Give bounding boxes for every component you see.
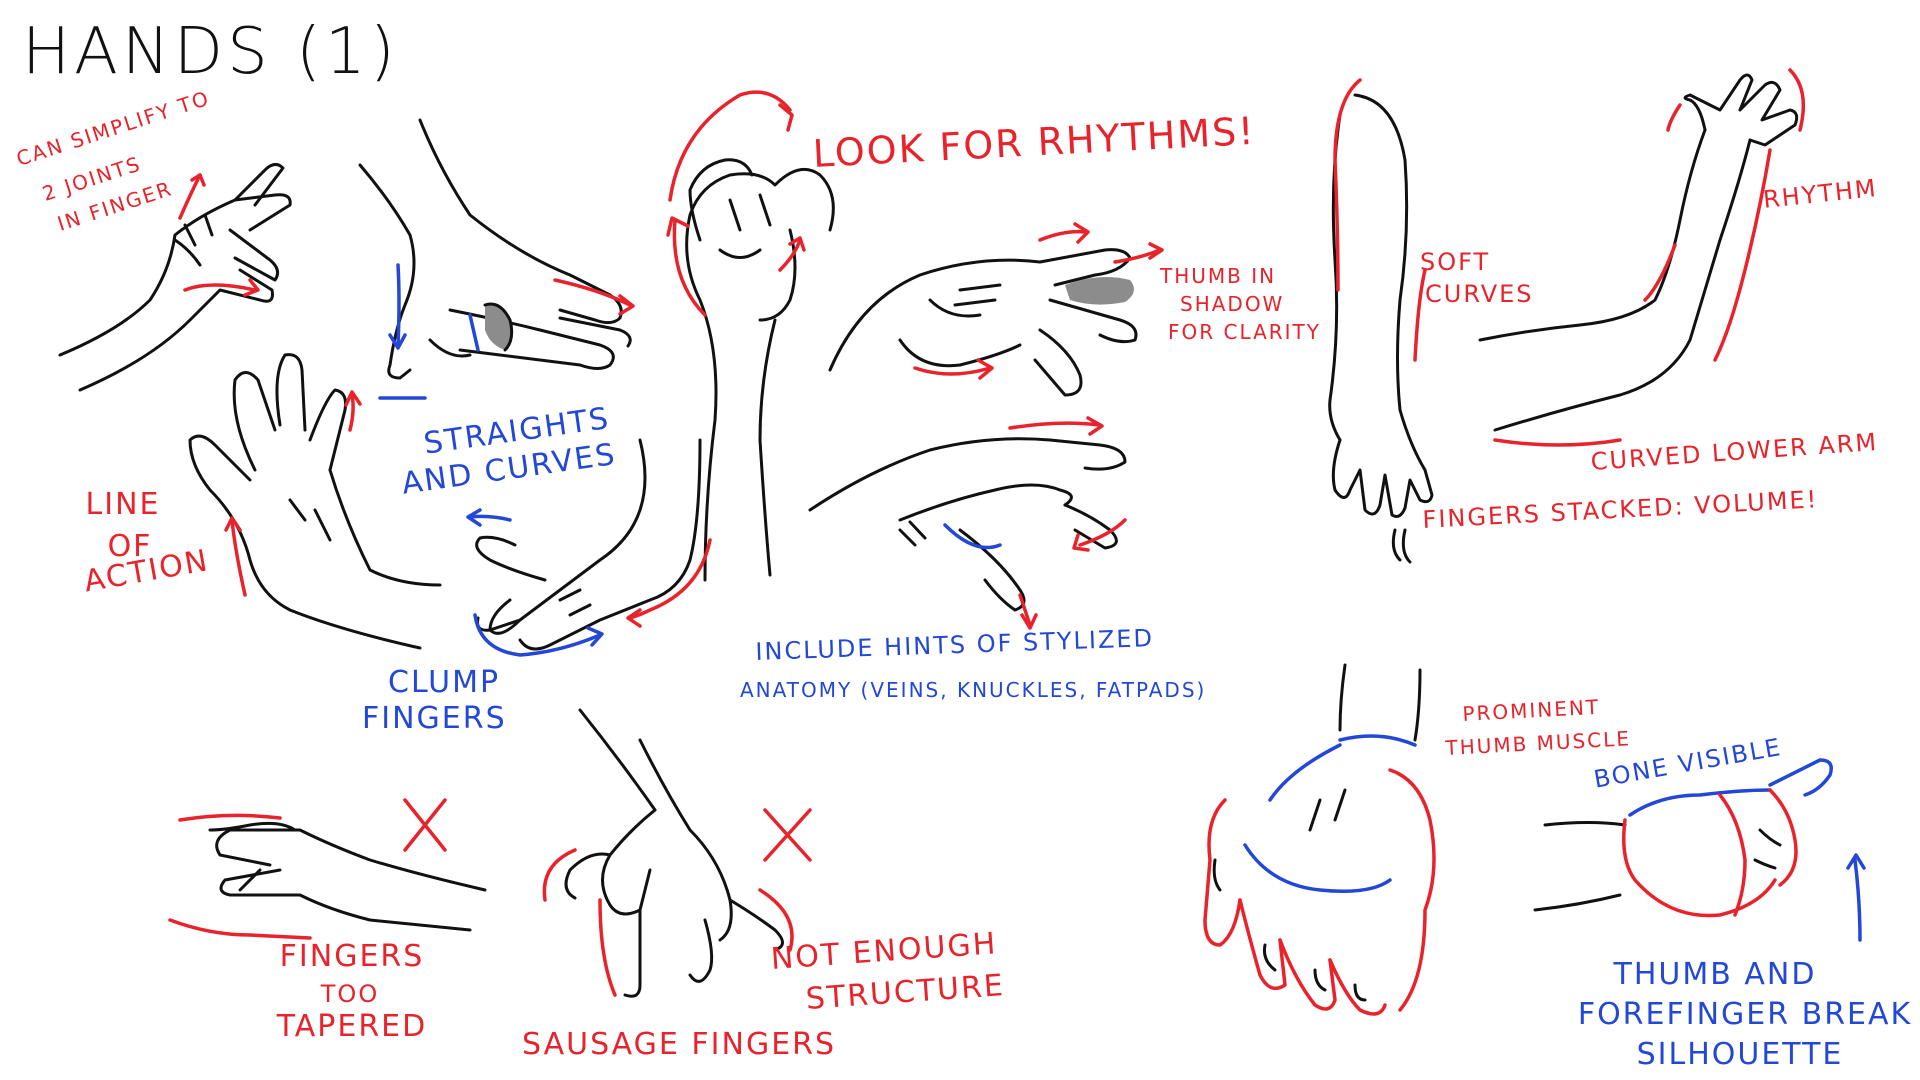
label-sausage-fingers: SAUSAGE FINGERS: [522, 1027, 837, 1062]
label-tapered-3: TAPERED: [276, 1009, 428, 1044]
label-soft-curves-1: SOFT: [1420, 248, 1491, 276]
label-include-2: ANATOMY (VEINS, KNUCKLES, FATPADS): [740, 678, 1207, 702]
arm-soft-curves: [1328, 78, 1434, 564]
label-soft-curves-2: CURVES: [1425, 280, 1534, 308]
label-tapered-1: FINGERS: [279, 939, 425, 974]
label-thumb-shadow-3: FOR CLARITY: [1168, 320, 1321, 344]
label-thumb-shadow-2: SHADOW: [1180, 292, 1285, 316]
arm-rhythm: [1478, 68, 1806, 447]
label-tapered-2: TOO: [320, 980, 380, 1008]
hand-thumb-shadow: [828, 222, 1164, 397]
hand-line-of-action: [188, 353, 442, 650]
hand-tapered: [168, 798, 487, 940]
hand-sausage: [542, 708, 812, 998]
hand-clump-fingers: [466, 438, 712, 657]
hand-reaching: [808, 416, 1127, 630]
hand-two-joints: [58, 163, 292, 392]
label-clump-2: FINGERS: [362, 701, 507, 736]
label-thumb-break-3: SILHOUETTE: [1636, 1037, 1844, 1072]
hand-thumb-muscle: [1203, 663, 1436, 1016]
hand-bone-visible: [1533, 758, 1866, 942]
label-thumb-break-1: THUMB AND: [1613, 957, 1817, 992]
label-thumb-break-2: FOREFINGER BREAK: [1577, 997, 1913, 1032]
label-thumb-shadow-1: THUMB IN: [1160, 264, 1277, 288]
label-line-of-action-1: LINE: [85, 487, 161, 522]
page-title: HANDS (1): [22, 15, 399, 89]
hand-fist: [666, 90, 835, 582]
hand-straights-curves: [358, 118, 635, 400]
label-clump-1: CLUMP: [388, 665, 501, 700]
label-line-of-action-2: OF: [107, 529, 153, 564]
